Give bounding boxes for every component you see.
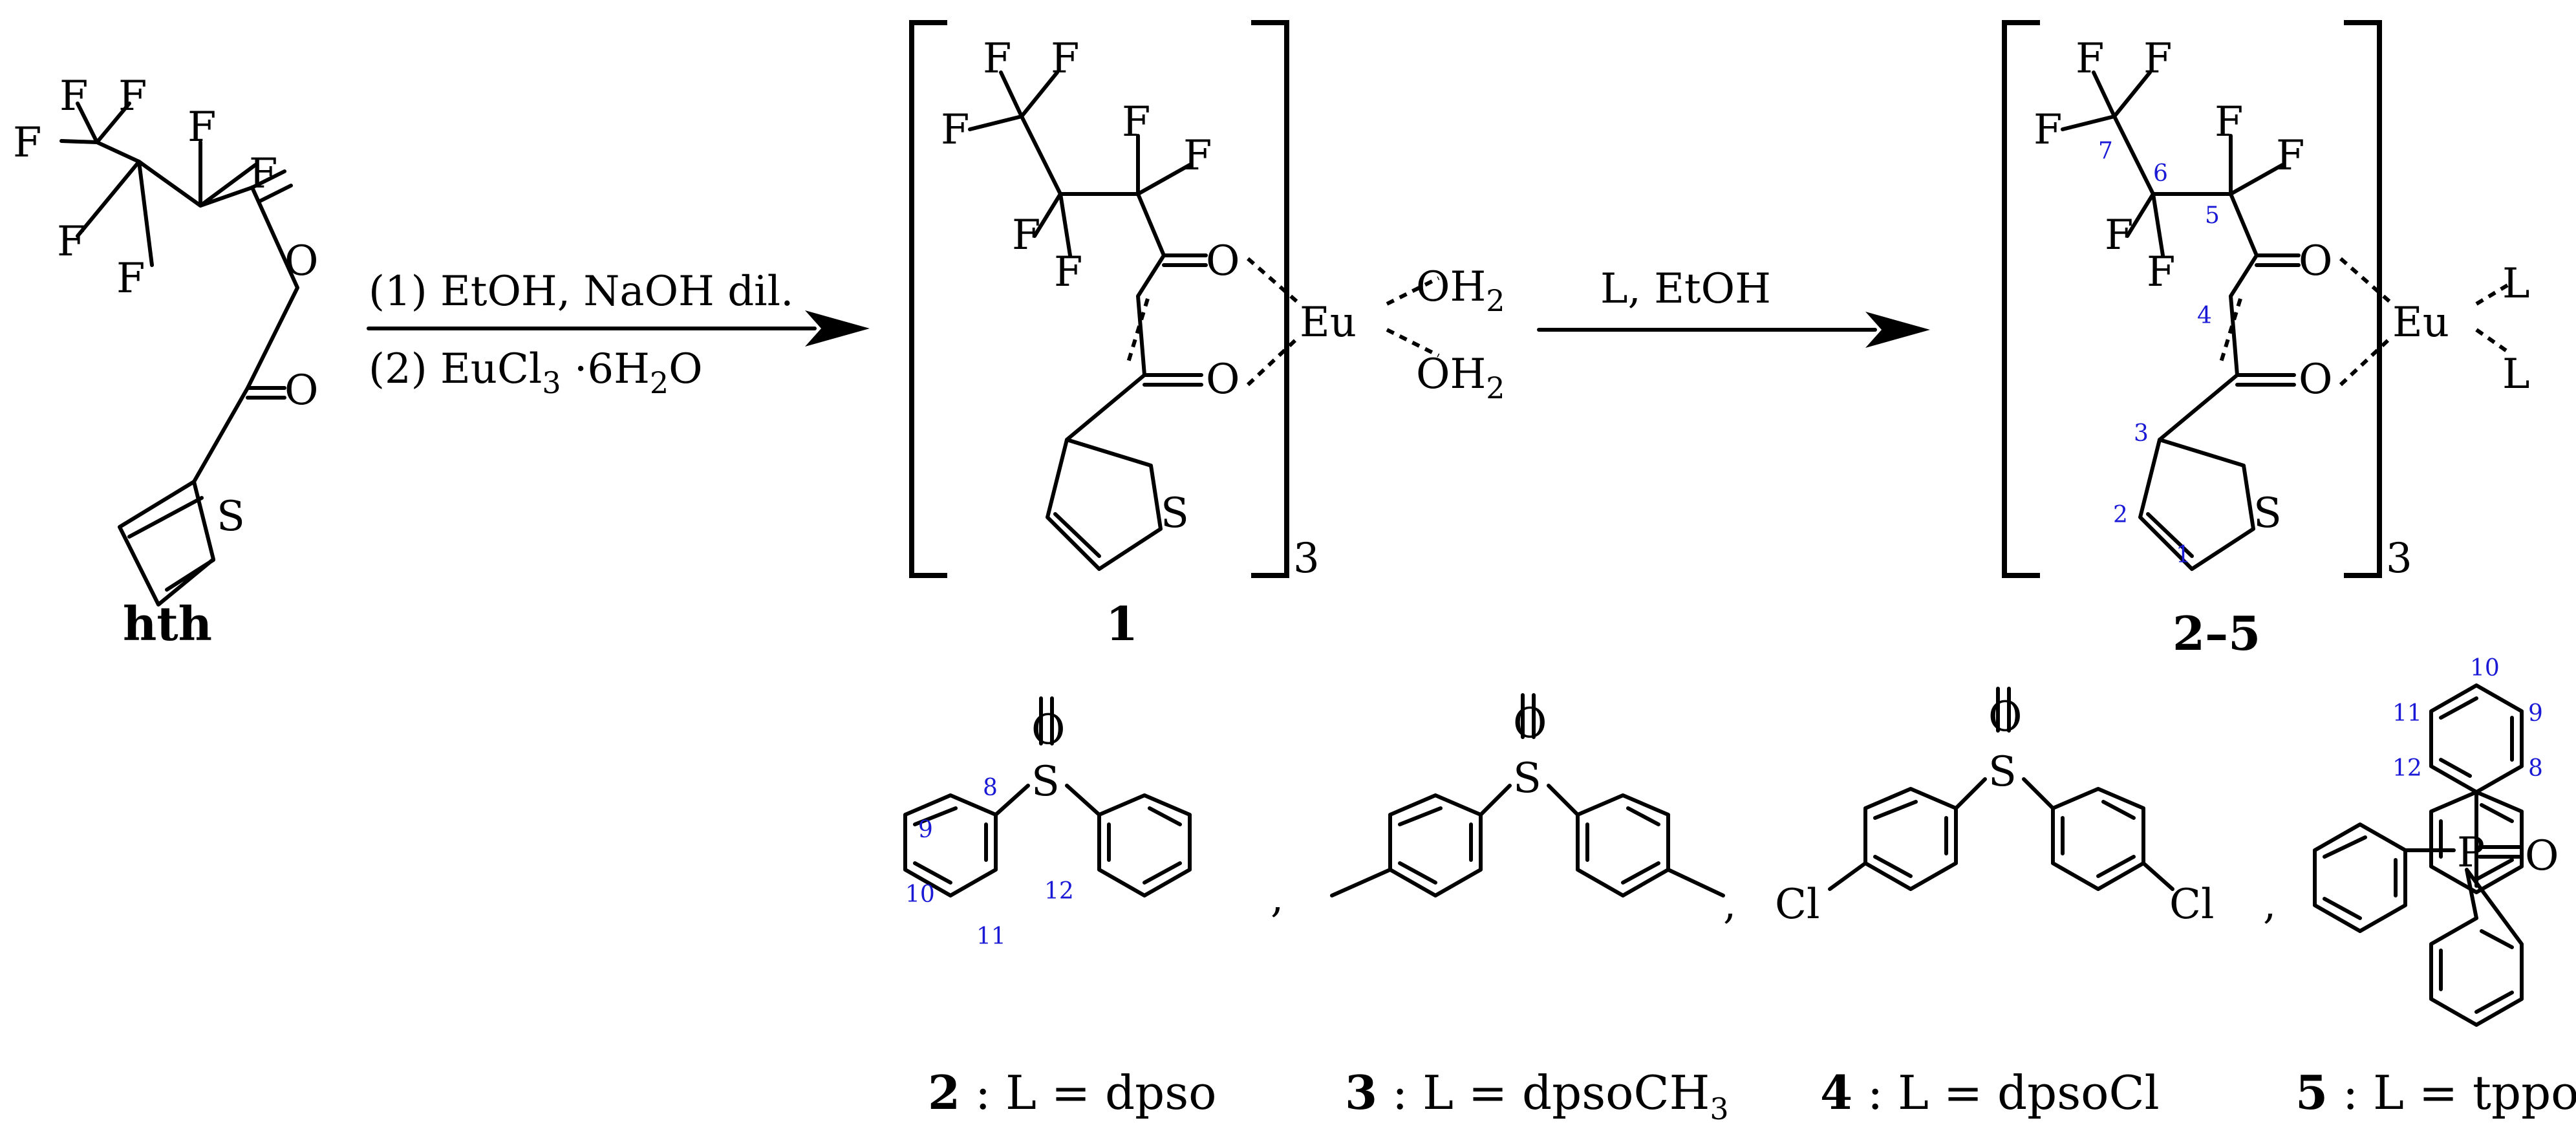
atom-o: O (2525, 832, 2559, 880)
bracket-subscript: 3 (1293, 535, 1320, 583)
caption-ligand-4: 4 : L = dpsoCl (1820, 1065, 2160, 1120)
complex-1 (909, 20, 1440, 578)
atom-number: 6 (2153, 160, 2168, 187)
atom-number: 2 (2113, 502, 2128, 528)
atom-number: 10 (2470, 655, 2500, 682)
atom-number: 7 (2098, 138, 2113, 164)
caption-ligand-3: 3 : L = dpsoCH3 (1345, 1065, 1729, 1126)
ligand-dpsoch3 (1330, 693, 1725, 897)
atom-f: F (2076, 35, 2104, 83)
atom-number: 11 (976, 923, 1006, 950)
condition-step-3: L, EtOH (1600, 265, 1771, 313)
atom-f: F (57, 218, 85, 266)
atom-f: F (941, 106, 969, 154)
atom-o: O (1206, 237, 1240, 285)
atom-eu: Eu (1300, 299, 1357, 347)
atom-s: S (217, 493, 245, 541)
separator-comma: , (2263, 881, 2276, 929)
ligand-dpsocl (1828, 687, 2174, 891)
ligand-tppo (2313, 683, 2524, 1027)
atom-f: F (59, 72, 88, 120)
hth-molecule (59, 102, 299, 607)
atom-f: F (2276, 132, 2304, 180)
atom-number: 8 (983, 775, 998, 801)
atom-number: 12 (2392, 755, 2422, 782)
atom-f: F (1054, 248, 1082, 296)
atom-f: F (249, 150, 277, 198)
label-complex-1: 1 (1106, 596, 1138, 651)
atom-s: S (1513, 755, 1541, 802)
atom-f: F (983, 35, 1011, 83)
caption-ligand-2: 2 : L = dpso (928, 1065, 1217, 1120)
atom-number: 10 (905, 881, 935, 908)
ligand-l: L (2502, 260, 2530, 308)
condition-step-2: (2) EuCl3 ·6H2O (369, 345, 703, 400)
atom-o: O (2299, 356, 2332, 403)
ligand-oh2: OH2 (1416, 350, 1505, 405)
atom-o: O (1206, 356, 1240, 403)
atom-o: O (2299, 237, 2332, 285)
bracket-subscript: 3 (2386, 535, 2412, 583)
atom-number: 9 (2528, 700, 2543, 727)
atom-s: S (1161, 489, 1189, 537)
atom-eu: Eu (2392, 299, 2449, 347)
atom-f: F (116, 255, 145, 303)
ligand-l: L (2502, 350, 2530, 398)
arrow-head-1 (805, 310, 870, 347)
atom-cl: Cl (2169, 881, 2214, 929)
label-complex-2-5: 2–5 (2173, 606, 2260, 661)
atom-o: O (284, 237, 318, 285)
atom-f: F (1051, 35, 1079, 83)
atom-o: O (1513, 700, 1547, 747)
atom-number: 5 (2205, 202, 2220, 229)
atom-number: 11 (2392, 700, 2422, 727)
condition-step-1: (1) EtOH, NaOH dil. (369, 268, 793, 316)
atom-cl: Cl (1775, 881, 1819, 929)
atom-s: S (1988, 748, 2017, 796)
atom-number: 12 (1044, 878, 1074, 905)
arrow-head-2 (1865, 312, 1930, 348)
atom-f: F (118, 72, 147, 120)
complex-2-5 (2002, 20, 2510, 578)
atom-f: F (13, 119, 41, 167)
atom-o: O (1031, 706, 1065, 754)
atom-number: 4 (2197, 303, 2212, 329)
atom-s: S (1031, 758, 1060, 806)
atom-f: F (188, 103, 216, 151)
separator-comma: , (1723, 881, 1736, 929)
atom-f: F (2105, 211, 2133, 259)
atom-f: F (1183, 132, 1212, 180)
separator-comma: , (1271, 874, 1283, 922)
label-hth: hth (123, 596, 212, 651)
atom-f: F (2147, 248, 2175, 296)
atom-o: O (1988, 693, 2022, 741)
atom-f: F (1122, 98, 1150, 146)
atom-s: S (2253, 489, 2282, 537)
caption-ligand-5: 5 : L = tppo (2295, 1065, 2576, 1120)
atom-number: 1 (2176, 542, 2191, 568)
atom-f: F (1012, 211, 1040, 259)
ligand-dpso (903, 696, 1192, 897)
atom-f: F (2034, 106, 2062, 154)
atom-f: F (2143, 35, 2172, 83)
atom-o: O (284, 367, 318, 414)
atom-p: P (2457, 829, 2485, 877)
atom-number: 3 (2134, 420, 2149, 447)
atom-number: 8 (2528, 755, 2543, 782)
ligand-oh2: OH2 (1416, 263, 1505, 318)
atom-f: F (2215, 98, 2243, 146)
atom-number: 9 (918, 817, 933, 843)
